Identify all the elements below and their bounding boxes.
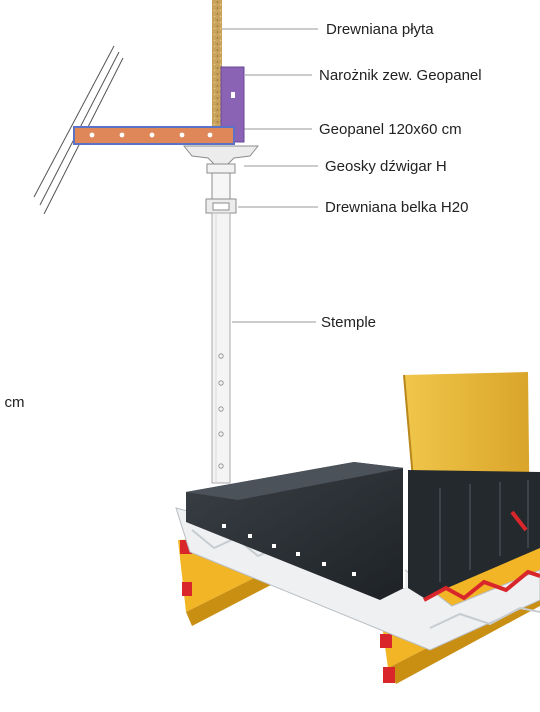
plywood-sheet <box>212 0 222 140</box>
label-cut-fragment: 0 cm <box>0 394 25 411</box>
label-wooden-board: Drewniana płyta <box>326 21 434 38</box>
label-corner-piece: Narożnik zew. Geopanel <box>319 67 482 84</box>
formwork-photo <box>175 372 540 684</box>
leader-lines <box>222 28 318 323</box>
red-clamps <box>423 510 540 602</box>
label-h-girder: Geosky dźwigar H <box>325 158 447 175</box>
geopanel <box>73 126 235 145</box>
prop-head <box>182 145 260 214</box>
label-h20-beam: Drewniana belka H20 <box>325 199 469 216</box>
label-props: Stemple <box>321 314 377 331</box>
label-geopanel: Geopanel 120x60 cm <box>319 121 462 138</box>
prop-shaft <box>211 212 231 484</box>
